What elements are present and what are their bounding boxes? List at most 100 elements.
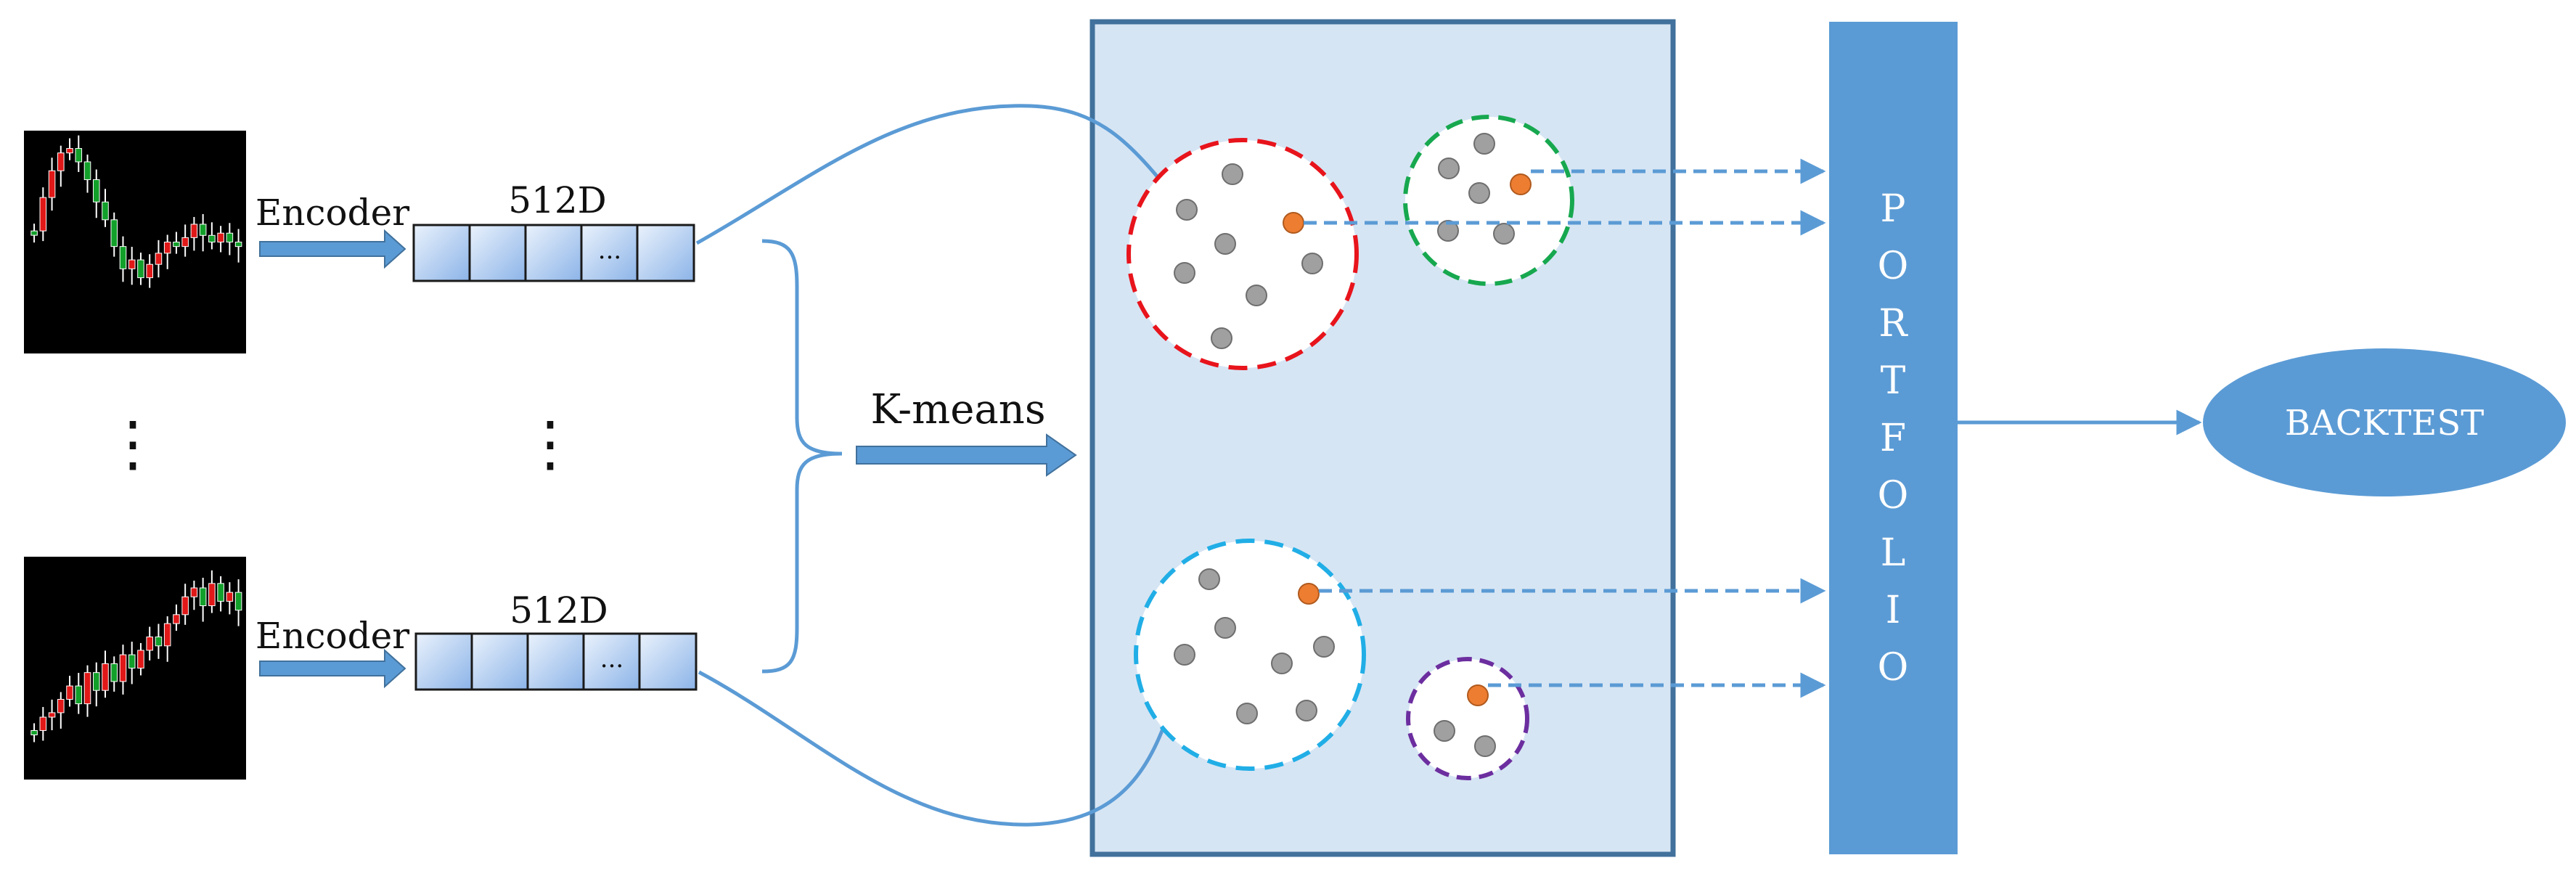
connector-curve-top [695,104,1186,245]
data-point [1296,700,1317,721]
candle-body [234,592,242,611]
embedding-vector-bottom: ... [414,632,698,691]
candle-body [199,587,207,607]
data-point [1222,163,1243,185]
candle-body [119,246,127,269]
candle-body [181,237,189,248]
portfolio-letter: T [1881,359,1906,403]
candle-body [173,614,180,624]
candle-body [83,161,91,181]
candle-body [146,263,153,279]
data-point [1473,133,1495,155]
data-point [1214,233,1236,255]
candle-body [226,232,234,243]
candle-body [57,698,65,713]
candle-body [163,623,171,647]
candle-body [30,230,38,236]
candlestick-chart-bottom [24,557,246,780]
data-point [1474,735,1496,757]
candle-body [92,179,100,203]
data-point [1493,223,1515,245]
candle-body [39,716,47,731]
portfolio-letter: R [1878,302,1908,345]
cluster-red [1127,138,1359,370]
data-point [1301,253,1323,274]
data-point [1468,182,1490,204]
connector-curve-bottom [698,654,1187,827]
candle-body [128,654,136,669]
kmeans-label: K-means [870,386,1045,433]
portfolio-letter: O [1878,646,1909,690]
selected-point [1510,173,1532,195]
vector-ellipsis-top: ... [598,236,621,265]
data-point [1214,617,1236,639]
data-point [1438,158,1460,179]
candle-body [66,148,73,154]
vector-dim-label-top: 512D [508,179,607,221]
portfolio-letter: O [1878,245,1909,288]
selected-point [1283,212,1304,234]
data-point [1434,720,1455,742]
grouping-brace [761,239,843,674]
selected-point [1467,684,1489,706]
portfolio-letter: O [1878,474,1909,518]
candle-body [226,592,234,602]
data-point [1174,262,1195,284]
embedding-vector-top: ... [412,224,695,282]
candle-body [208,234,216,243]
encoder-label-bottom: Encoder [255,615,409,657]
candle-body [102,663,109,691]
data-point [1236,703,1258,724]
portfolio-bar [1829,22,1958,854]
encoder-arrow-bottom [259,648,406,689]
candle-body [155,637,163,647]
candle-body [137,259,144,279]
candle-body [48,170,56,198]
portfolio-letter: L [1881,531,1906,575]
candle-body [173,242,180,248]
cluster-purple [1406,657,1529,780]
portfolio-letter: F [1880,417,1906,460]
candle-body [208,583,216,607]
candle-body [57,152,65,171]
candle-body [110,663,118,682]
data-point [1174,644,1195,666]
vertical-ellipsis-middle: ⋮ [520,408,581,479]
candle-body [119,654,127,682]
candle-body [234,242,242,248]
candle-body [128,259,136,269]
candle-body [30,729,38,735]
candlestick-chart-top [24,131,246,353]
data-point [1198,568,1220,590]
candle-body [190,224,198,238]
candle-body [155,253,163,265]
candle-body [146,637,153,651]
vector-dim-label-bottom: 512D [510,589,608,631]
encoder-label-top: Encoder [255,192,409,234]
candle-body [75,685,83,705]
candle-body [217,583,224,602]
portfolio-letter: I [1886,589,1901,632]
data-point [1246,285,1267,306]
candle-body [199,224,207,236]
candle-body [181,596,189,616]
data-point [1437,220,1459,242]
encoder-arrow-top [259,229,406,269]
candle-body [92,672,100,691]
candle-body [75,148,83,163]
candle-body [137,650,144,669]
data-point [1271,653,1293,674]
candle-body [39,197,47,232]
candle-body [83,672,91,705]
data-point [1211,327,1232,349]
candle-body [110,219,118,248]
backtest-node [2203,348,2566,496]
portfolio-letter: P [1881,187,1906,231]
backtest-label: BACKTEST [2285,403,2484,443]
candle-body [66,685,73,700]
data-point [1176,199,1198,221]
candle-body [48,712,56,718]
